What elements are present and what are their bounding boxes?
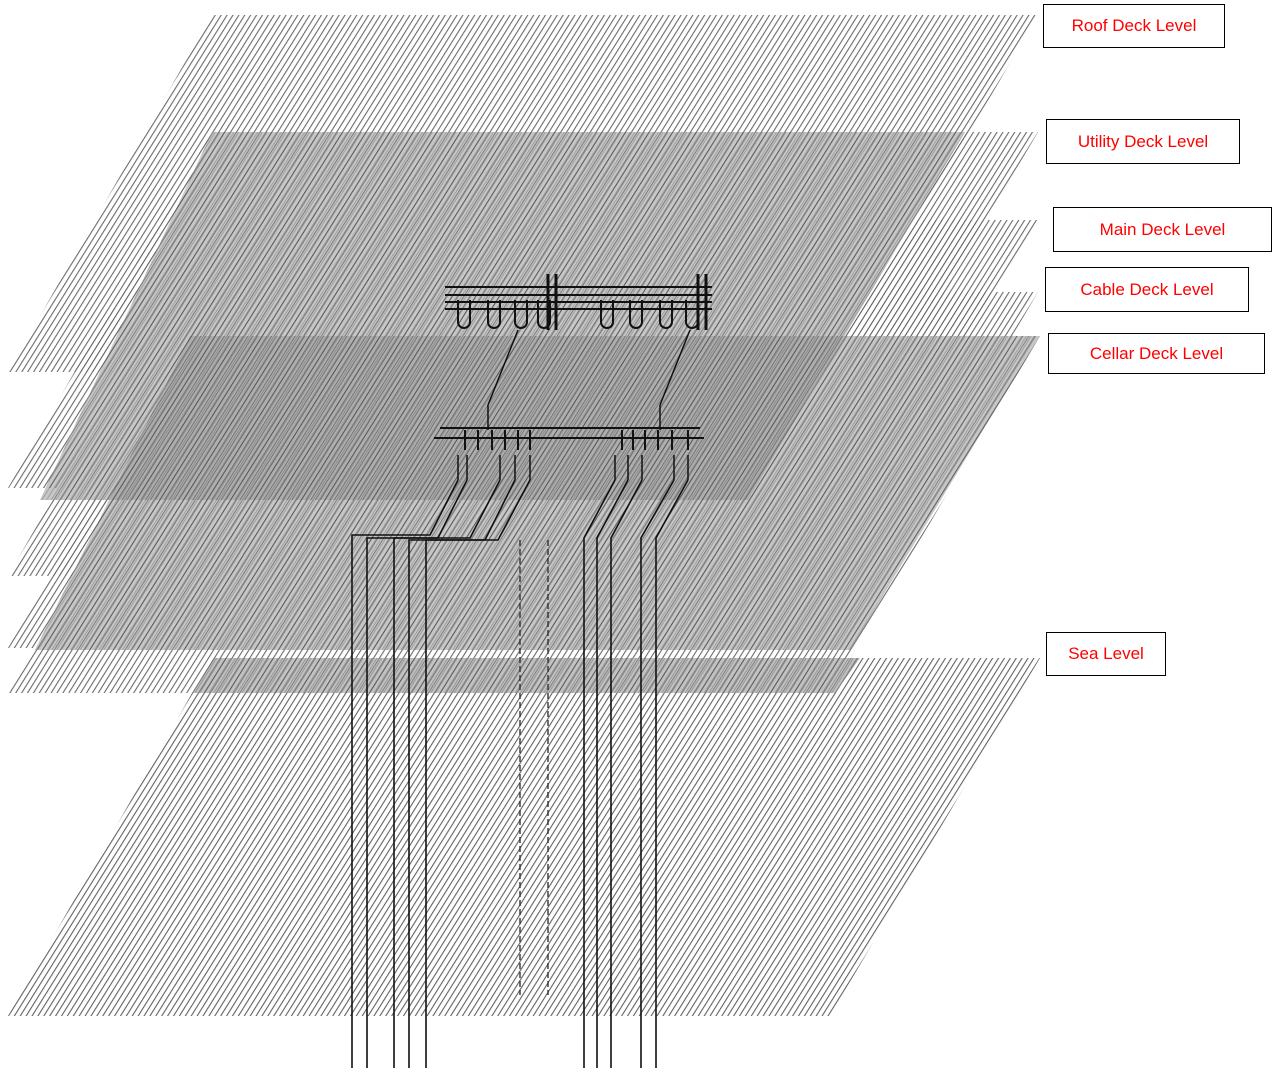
label-roof-deck-level: Roof Deck Level bbox=[1043, 4, 1225, 48]
deck-overlap-band bbox=[192, 658, 860, 693]
sea-level-plane bbox=[8, 658, 1040, 1016]
label-cellar-deck-level: Cellar Deck Level bbox=[1048, 333, 1265, 374]
label-utility-deck-level: Utility Deck Level bbox=[1046, 119, 1240, 164]
label-sea-level: Sea Level bbox=[1046, 632, 1166, 676]
deck-overlap-shade-lower bbox=[35, 336, 1040, 650]
label-cable-deck-level: Cable Deck Level bbox=[1045, 267, 1249, 312]
label-main-deck-level: Main Deck Level bbox=[1053, 207, 1272, 252]
